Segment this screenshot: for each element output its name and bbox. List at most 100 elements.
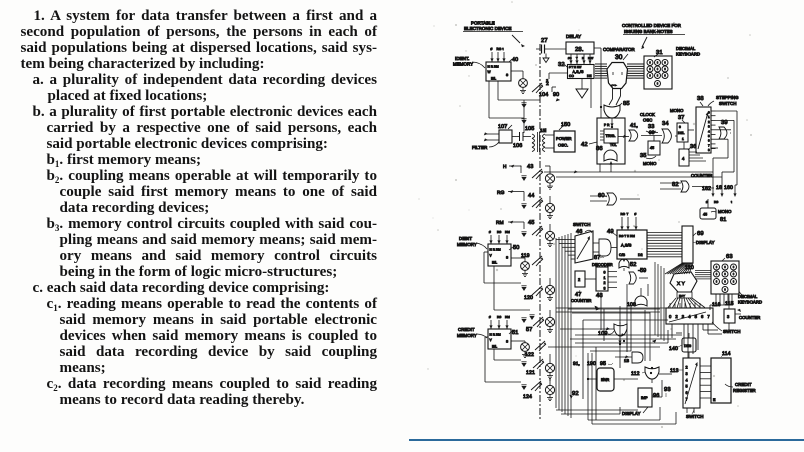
svg-text:V: V	[490, 254, 493, 258]
svg-text:113: 113	[670, 368, 679, 374]
svg-text:SWITCH: SWITCH	[686, 414, 704, 419]
svg-text:T: T	[627, 212, 629, 216]
svg-text:CREDIT: CREDIT	[458, 327, 475, 332]
svg-text:RM: RM	[505, 315, 510, 319]
svg-text:t: t	[731, 200, 732, 204]
svg-text:KEYBOARD: KEYBOARD	[738, 300, 762, 305]
svg-text:DEBIT: DEBIT	[459, 236, 472, 241]
svg-text:5: 5	[695, 314, 698, 319]
svg-text:32: 32	[558, 61, 565, 68]
svg-text:RM: RM	[505, 230, 510, 234]
svg-text:50: 50	[513, 245, 519, 251]
svg-text:1B: 1B	[624, 358, 629, 363]
svg-text:69: 69	[697, 230, 704, 237]
svg-text:27: 27	[541, 37, 548, 44]
svg-text:162: 162	[702, 186, 711, 192]
svg-text:190: 190	[587, 361, 596, 367]
svg-text:120: 120	[524, 295, 533, 301]
svg-text:1: 1	[604, 276, 606, 280]
svg-text:110: 110	[685, 265, 694, 271]
svg-text:2: 2	[675, 314, 678, 319]
svg-text:A,S/S: A,S/S	[621, 243, 632, 248]
svg-text:PORTABLE: PORTABLE	[471, 21, 495, 26]
svg-text:49: 49	[607, 228, 614, 235]
svg-text:V: V	[490, 338, 493, 342]
svg-text:DECIMAL: DECIMAL	[676, 46, 696, 51]
svg-text:RM: RM	[496, 220, 504, 226]
svg-text:0: 0	[669, 314, 672, 319]
svg-text:RG: RG	[621, 212, 626, 216]
svg-text:E: E	[713, 398, 716, 402]
svg-text:COUNTER: COUNTER	[691, 173, 712, 178]
svg-text:ELECTRONIC DEVICE: ELECTRONIC DEVICE	[464, 26, 512, 31]
svg-text:4: 4	[682, 156, 685, 161]
svg-text:OSC: OSC	[643, 118, 652, 123]
svg-text:#G: #G	[568, 57, 572, 60]
svg-text:H R RM: H R RM	[490, 333, 502, 337]
svg-text:41,: 41,	[630, 123, 638, 129]
svg-text:104: 104	[539, 92, 548, 98]
svg-text:E+Y: E+Y	[679, 294, 685, 298]
svg-text:47: 47	[575, 292, 581, 298]
svg-text:18: 18	[716, 185, 722, 191]
svg-text:96: 96	[653, 393, 659, 399]
svg-text:109: 109	[598, 331, 608, 337]
svg-text:0: 0	[708, 111, 710, 115]
svg-text:87: 87	[594, 255, 600, 261]
svg-text:45: 45	[528, 220, 534, 226]
svg-text:0: 0	[604, 271, 606, 275]
svg-text:SWITCH: SWITCH	[573, 222, 591, 227]
svg-text:t: t	[503, 47, 504, 51]
svg-text:42: 42	[581, 141, 588, 148]
svg-text:30: 30	[615, 54, 623, 61]
svg-text:2: 2	[546, 81, 549, 87]
svg-text:W: W	[488, 70, 491, 74]
svg-text:5: 5	[686, 385, 688, 389]
svg-text:MEMORY: MEMORY	[457, 333, 477, 338]
svg-text:# T H RW: # T H RW	[569, 66, 582, 69]
svg-text:P R: P R	[604, 123, 610, 127]
svg-text:121: 121	[526, 370, 535, 376]
svg-text:COUNTER: COUNTER	[739, 315, 760, 320]
svg-text:6: 6	[708, 139, 710, 143]
svg-text:#: #	[489, 230, 491, 234]
svg-text:45: 45	[703, 213, 707, 217]
svg-text:H: H	[503, 164, 507, 170]
svg-text:CLOCK: CLOCK	[640, 112, 655, 117]
svg-text:R,W: R,W	[588, 57, 594, 60]
svg-text:DISPLAY: DISPLAY	[622, 411, 641, 416]
svg-text:37: 37	[678, 115, 684, 121]
svg-text:108: 108	[627, 302, 636, 308]
svg-text:2: 2	[578, 277, 581, 282]
svg-text:POWER: POWER	[556, 136, 572, 141]
svg-text:52: 52	[630, 262, 636, 268]
svg-text:51: 51	[512, 330, 518, 336]
svg-text:3: 3	[727, 314, 730, 319]
svg-text:#: #	[489, 315, 491, 319]
svg-text:MONO: MONO	[643, 161, 657, 166]
svg-text:57: 57	[526, 327, 532, 333]
svg-text:IDENT.: IDENT.	[455, 56, 470, 61]
svg-text:38: 38	[697, 95, 704, 102]
svg-text:44: 44	[528, 193, 534, 199]
svg-text:107: 107	[498, 124, 507, 130]
svg-text:DEL: DEL	[678, 131, 685, 135]
svg-text:C/B: C/B	[619, 253, 626, 257]
svg-text:ISSUING BANK-NOTES: ISSUING BANK-NOTES	[624, 29, 673, 34]
svg-text:3: 3	[686, 372, 688, 376]
svg-text:39: 39	[721, 119, 728, 126]
svg-text:REGISTER: REGISTER	[733, 388, 756, 393]
svg-text:6: 6	[701, 314, 704, 319]
svg-text:46: 46	[576, 229, 582, 235]
svg-text:119: 119	[521, 253, 530, 259]
svg-text:COUNTER: COUNTER	[571, 298, 591, 303]
svg-text:90: 90	[553, 92, 559, 98]
svg-text:T: T	[576, 57, 578, 60]
svg-text:40: 40	[512, 57, 518, 63]
svg-text:MEMORY: MEMORY	[457, 242, 477, 247]
svg-text:7: 7	[707, 314, 710, 319]
svg-text:160: 160	[724, 185, 733, 191]
svg-text:33: 33	[648, 124, 654, 130]
svg-text:122: 122	[525, 352, 534, 358]
svg-text:H R RM: H R RM	[490, 248, 502, 252]
